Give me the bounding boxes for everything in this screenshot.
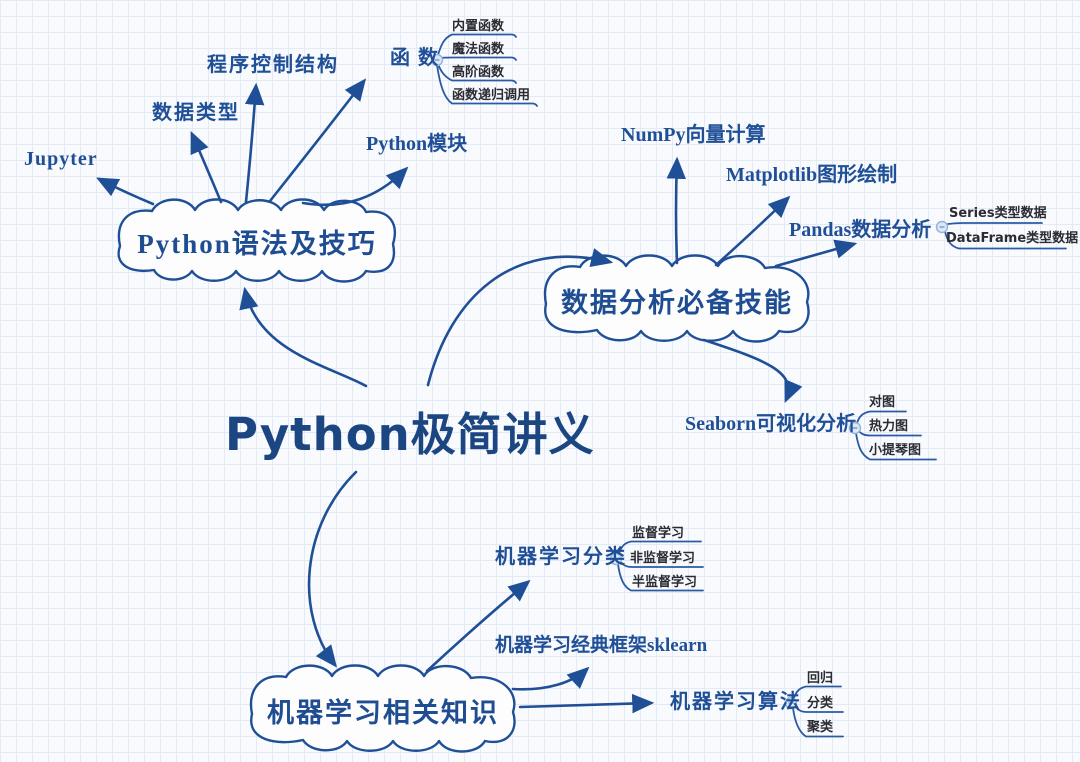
- node-data-types[interactable]: 数据类型: [152, 102, 240, 124]
- leaf-pairplot[interactable]: 对图: [869, 395, 896, 410]
- leaf-unsupervised[interactable]: 非监督学习: [630, 551, 696, 566]
- node-numpy[interactable]: NumPy向量计算: [621, 124, 766, 146]
- central-topic[interactable]: Python极简讲义: [225, 408, 595, 461]
- collapse-toggle-seaborn[interactable]: [848, 421, 862, 435]
- leaf-underline-series: [947, 222, 1043, 225]
- arrow-to-seaborn: [702, 338, 803, 404]
- leaf-underline-pairplot: [856, 410, 907, 424]
- leaf-underline-magic-functions: [437, 56, 517, 61]
- leaf-underline-clustering: [792, 707, 844, 738]
- leaf-underline-violinplot: [855, 432, 937, 461]
- leaf-magic-functions[interactable]: 魔法函数: [452, 42, 505, 57]
- leaf-underline-recursion: [436, 64, 538, 107]
- branch-bubble-python-syntax[interactable]: [117, 198, 396, 283]
- leaf-classification[interactable]: 分类: [807, 696, 834, 711]
- node-python-modules[interactable]: Python模块: [366, 133, 468, 155]
- node-control-flow[interactable]: 程序控制结构: [207, 54, 339, 76]
- collapse-toggle-functions[interactable]: [430, 53, 444, 67]
- arrow-to-functions: [268, 78, 367, 203]
- arrow-to-data-types: [190, 130, 223, 204]
- leaf-underline-classification: [794, 705, 844, 713]
- arrow-to-ml-categories: [425, 579, 531, 673]
- collapse-toggles: [430, 53, 949, 710]
- node-sklearn[interactable]: 机器学习经典框架sklearn: [495, 635, 708, 656]
- arrow-to-python-modules: [301, 166, 409, 207]
- leaf-underline-dataframe: [944, 230, 1067, 250]
- leaf-clustering[interactable]: 聚类: [807, 720, 834, 735]
- arrow-to-matplotlib: [714, 195, 791, 267]
- arrow-to-sklearn: [511, 666, 590, 691]
- branch-python-syntax[interactable]: Python语法及技巧: [137, 228, 377, 259]
- leaf-semisupervised[interactable]: 半监督学习: [632, 575, 698, 590]
- branch-machine-learning[interactable]: 机器学习相关知识: [267, 697, 499, 728]
- arrow-to-jupyter: [96, 177, 155, 206]
- arrow-center-to-ml-cloud: [307, 470, 358, 668]
- node-matplotlib[interactable]: Matplotlib图形绘制: [726, 164, 898, 186]
- collapse-toggle-ml-algorithms[interactable]: [784, 696, 798, 710]
- leaf-underline-semisupervised: [617, 563, 704, 592]
- node-pandas[interactable]: Pandas数据分析: [789, 219, 932, 241]
- node-seaborn[interactable]: Seaborn可视化分析: [685, 413, 857, 435]
- collapse-toggle-pandas[interactable]: [935, 220, 949, 234]
- arrow-center-to-syntax-cloud: [239, 286, 368, 388]
- leaf-dataframe[interactable]: DataFrame类型数据: [946, 231, 1079, 246]
- node-jupyter[interactable]: Jupyter: [24, 148, 98, 170]
- leaf-supervised[interactable]: 监督学习: [632, 526, 685, 541]
- leaf-recursion[interactable]: 函数递归调用: [452, 88, 531, 103]
- branch-bubble-data-analysis[interactable]: [543, 254, 810, 343]
- leaf-underline-higher-order-functions: [437, 63, 517, 84]
- leaf-higher-order-functions[interactable]: 高阶函数: [452, 65, 505, 80]
- leaf-regression[interactable]: 回归: [807, 671, 834, 686]
- collapse-toggle-ml-categories[interactable]: [609, 552, 623, 566]
- node-functions[interactable]: 函数: [390, 47, 446, 69]
- leaf-heatmap[interactable]: 热力图: [869, 419, 909, 434]
- leaf-underline-builtin-functions: [437, 33, 517, 56]
- leaf-violinplot[interactable]: 小提琴图: [869, 443, 922, 458]
- branch-data-analysis[interactable]: 数据分析必备技能: [561, 287, 793, 318]
- branch-bubble-machine-learning[interactable]: [249, 664, 516, 753]
- leaf-underline-supervised: [618, 540, 702, 555]
- leaf-underline-regression: [793, 685, 842, 699]
- node-ml-algorithms[interactable]: 机器学习算法: [670, 691, 802, 713]
- leaf-series[interactable]: Series类型数据: [949, 206, 1047, 221]
- node-ml-categories[interactable]: 机器学习分类: [495, 546, 627, 568]
- arrow-to-pandas: [774, 239, 858, 268]
- arrow-to-ml-algorithms: [518, 693, 655, 714]
- leaf-builtin-functions[interactable]: 内置函数: [452, 19, 505, 34]
- arrow-to-numpy: [666, 156, 686, 265]
- arrow-center-to-analysis-cloud: [426, 248, 614, 387]
- arrow-to-control-flow: [244, 82, 265, 204]
